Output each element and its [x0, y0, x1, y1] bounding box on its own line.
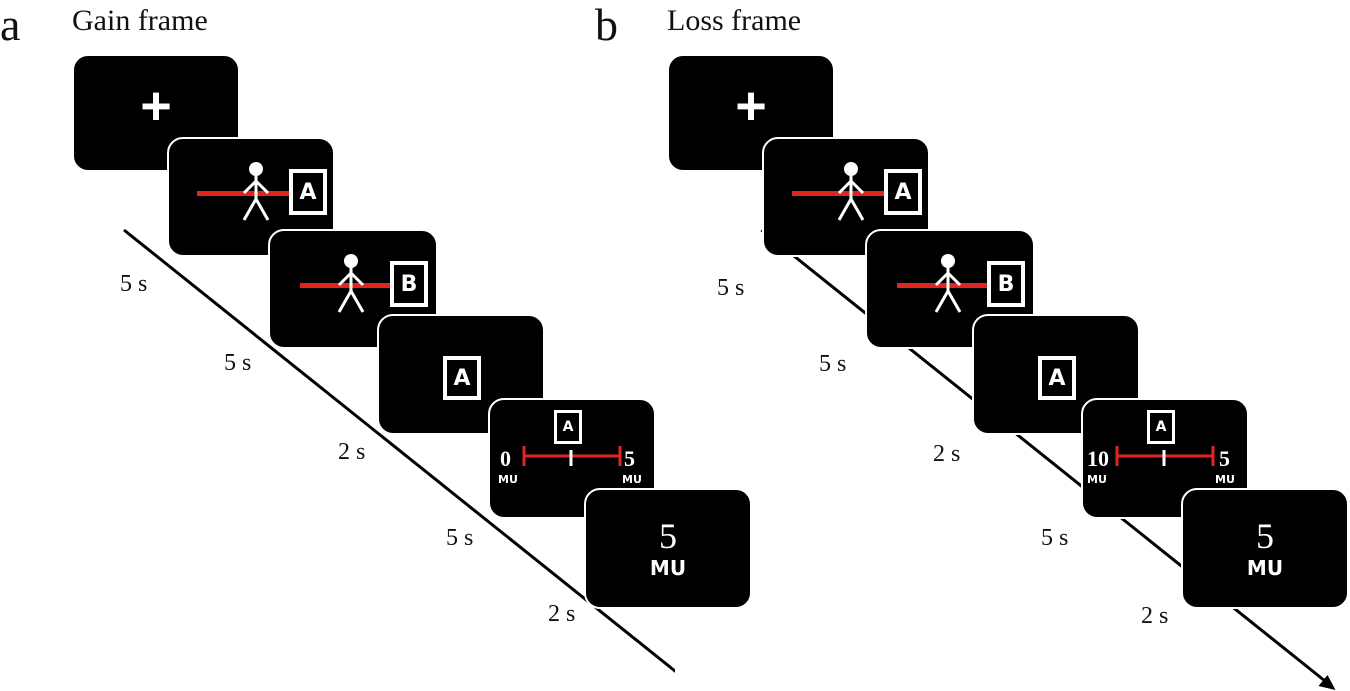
panel-letter: a	[0, 0, 21, 50]
stick-figure-icon	[242, 162, 270, 221]
chosen-option-box: A	[1038, 356, 1076, 400]
option-label-box: B	[390, 261, 428, 307]
duration-label: 2 s	[338, 439, 366, 465]
option-label-box: A	[289, 169, 327, 215]
rating-scale	[1115, 446, 1215, 466]
stick-figure-icon	[337, 254, 365, 313]
stick-figure-icon	[837, 162, 865, 221]
duration-label: 2 s	[1141, 603, 1169, 629]
red-bar	[300, 283, 406, 288]
outcome-value: 5	[659, 516, 677, 556]
fixation-cross: +	[735, 76, 767, 137]
option-label-box: B	[987, 261, 1025, 307]
option-label-box: A	[884, 169, 922, 215]
outcome-screen: 5 MU	[584, 488, 752, 609]
duration-label: 5 s	[1041, 525, 1069, 551]
panel-title: Gain frame	[72, 4, 208, 37]
red-bar	[792, 191, 898, 196]
stick-figure-icon	[934, 254, 962, 313]
fixation-cross: +	[140, 76, 172, 137]
option-a-screen: A	[167, 137, 335, 257]
panel-loss-frame: b Loss frame 5 s 5 s 2 s 5 s 2 s + A	[595, 0, 1349, 691]
outcome-unit: MU	[1246, 556, 1284, 580]
duration-label: 2 s	[933, 441, 961, 467]
scale-min-value: 0	[500, 446, 511, 471]
duration-label: 5 s	[120, 271, 148, 297]
panel-title: Loss frame	[667, 4, 802, 37]
duration-label: 5 s	[224, 350, 252, 376]
rating-screen: A 0 MU 5 MU	[488, 398, 656, 519]
red-bar	[197, 191, 303, 196]
chosen-option-box: A	[443, 356, 481, 400]
rating-scale	[522, 446, 622, 466]
scale-max-value: 5	[624, 446, 635, 471]
scale-max-value: 5	[1219, 446, 1230, 471]
outcome-unit: MU	[649, 556, 687, 580]
scale-option-box: A	[554, 410, 582, 444]
duration-label: 5 s	[819, 351, 847, 377]
panel-gain-frame: a Gain frame 5 s 5 s 2 s 5 s 2 s + A	[0, 0, 752, 673]
scale-max-unit: MU	[622, 473, 642, 486]
duration-label: 5 s	[446, 525, 474, 551]
duration-label: 2 s	[548, 601, 576, 627]
scale-min-unit: MU	[498, 473, 518, 486]
scale-option-box: A	[1147, 410, 1175, 444]
duration-label: 5 s	[717, 275, 745, 301]
scale-min-unit: MU	[1087, 473, 1107, 486]
outcome-screen: 5 MU	[1181, 488, 1349, 609]
outcome-value: 5	[1256, 516, 1274, 556]
scale-max-unit: MU	[1215, 473, 1235, 486]
red-bar	[897, 283, 1003, 288]
scale-min-value: 10	[1087, 446, 1109, 471]
panel-letter: b	[595, 0, 618, 50]
choice-screen: A	[972, 314, 1140, 435]
